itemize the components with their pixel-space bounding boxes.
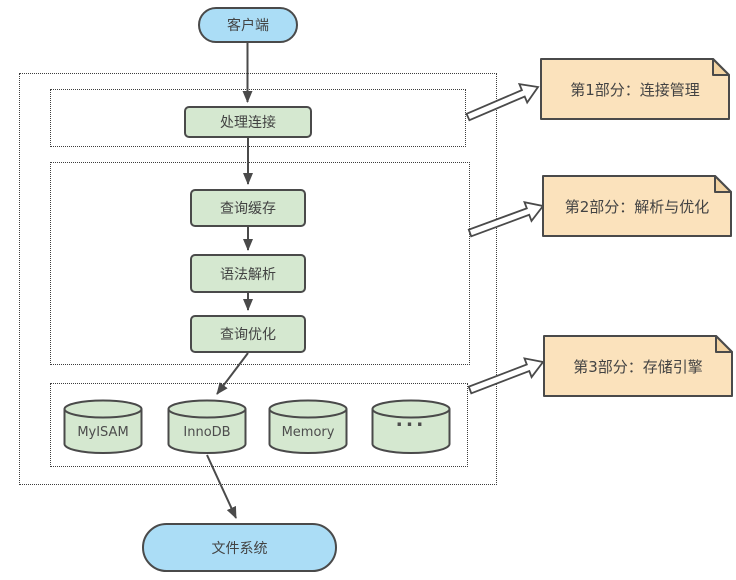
node-syntax-parse: 语法解析 xyxy=(190,254,306,293)
note-shape xyxy=(542,175,732,237)
section-storage-engines-box xyxy=(50,383,468,467)
engine-memory-cylinder: Memory xyxy=(268,399,348,455)
node-client-label: 客户端 xyxy=(227,18,269,34)
note-part2-parse-optimize: 第2部分：解析与优化 xyxy=(542,175,732,237)
node-filesystem: 文件系统 xyxy=(142,523,337,572)
node-query-cache-label: 查询缓存 xyxy=(220,201,276,217)
engine-innodb-cylinder: InnoDB xyxy=(167,399,247,455)
note-shape xyxy=(543,335,733,397)
note-part1-label: 第1部分：连接管理 xyxy=(570,80,700,99)
node-client: 客户端 xyxy=(198,7,298,43)
cylinder-shape xyxy=(371,399,451,454)
engine-memory-label: Memory xyxy=(281,425,335,440)
cylinder-shape xyxy=(63,399,143,454)
note-part3-label: 第3部分：存储引擎 xyxy=(573,357,703,376)
engine-others-label: ... xyxy=(395,409,427,431)
engine-myisam-cylinder: MyISAM xyxy=(63,399,143,455)
engine-innodb-label: InnoDB xyxy=(183,425,231,440)
node-handle-connection: 处理连接 xyxy=(184,106,312,138)
engine-others-cylinder: ... xyxy=(371,399,451,455)
node-query-optimize-label: 查询优化 xyxy=(220,327,276,343)
note-part2-label: 第2部分：解析与优化 xyxy=(564,197,710,216)
node-handle-connection-label: 处理连接 xyxy=(220,115,276,131)
note-part3-storage-engine: 第3部分：存储引擎 xyxy=(543,335,733,397)
cylinder-shape xyxy=(268,399,348,454)
note-part1-connection-management: 第1部分：连接管理 xyxy=(540,58,730,120)
node-syntax-parse-label: 语法解析 xyxy=(220,266,276,283)
node-query-optimize: 查询优化 xyxy=(190,315,306,353)
note-shape xyxy=(540,58,730,120)
node-filesystem-label: 文件系统 xyxy=(211,540,268,557)
server-boundary-box xyxy=(19,73,497,485)
cylinder-shape xyxy=(167,399,247,454)
section-parse-optimize-box xyxy=(50,162,470,365)
engine-myisam-label: MyISAM xyxy=(77,425,129,440)
node-query-cache: 查询缓存 xyxy=(190,189,306,227)
